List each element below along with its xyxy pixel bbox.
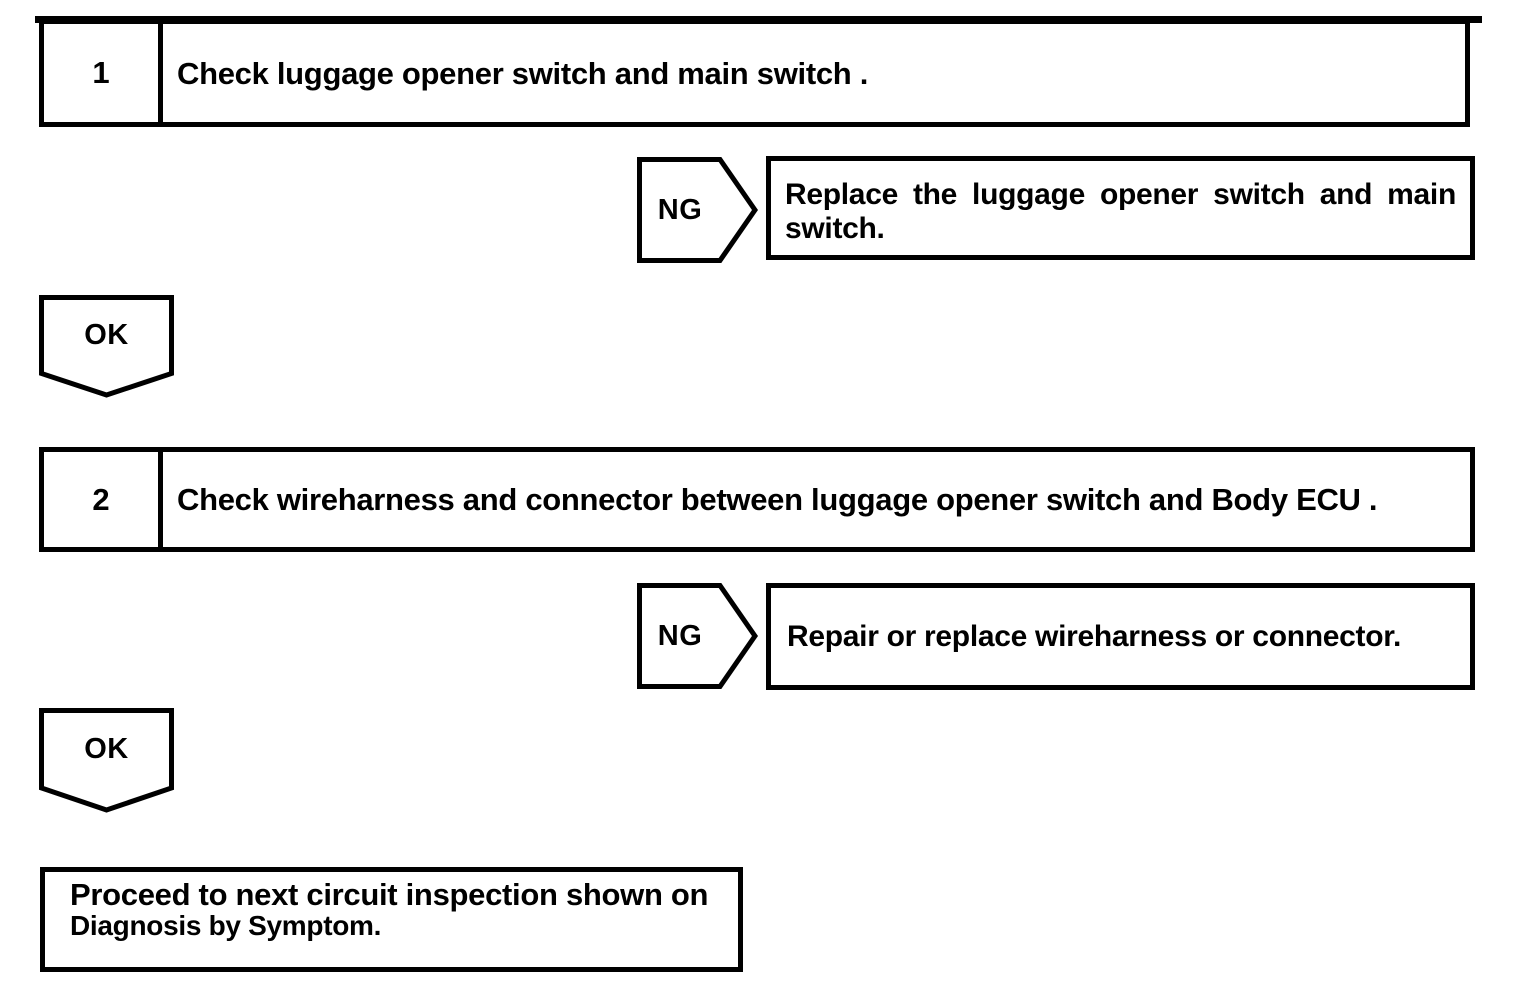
step-2-box: 2 Check wireharness and connector betwee… [39,447,1475,552]
ok-pentagon-icon [39,708,174,813]
step-1-ng-label: NG [657,193,703,226]
step-2-ng-label: NG [657,619,703,652]
final-action-line1: Proceed to next circuit inspection shown… [70,877,709,912]
step-1-ng-result-text: Replace the luggage opener switch and ma… [785,178,1456,245]
step-1-box: 1 Check luggage opener switch and main s… [39,19,1470,127]
step-1-instruction-cell: Check luggage opener switch and main swi… [163,24,1465,122]
step-1-number: 1 [92,55,110,90]
ng-pentagon-icon [637,157,758,263]
step-1-ng-result-box: Replace the luggage opener switch and ma… [766,156,1475,260]
final-action-box: Proceed to next circuit inspection shown… [40,867,743,972]
step-1-ok-label: OK [84,318,129,351]
step-2-instruction-cell: Check wireharness and connector between … [163,452,1470,547]
step-2-ng-result-box: Repair or replace wireharness or connect… [766,583,1475,690]
ng-pentagon-icon [637,583,758,689]
step-2-ok-connector: OK [39,708,174,813]
step-2-ng-result-text: Repair or replace wireharness or connect… [787,619,1402,653]
step-1-number-cell: 1 [44,24,163,122]
ok-pentagon-icon [39,295,174,398]
step-2-instruction: Check wireharness and connector between … [177,482,1378,517]
step-2-number: 2 [92,481,110,517]
step-2-ok-label: OK [84,732,129,765]
step-2-number-cell: 2 [44,452,163,547]
step-1-ok-connector: OK [39,295,174,398]
step-1-instruction: Check luggage opener switch and main swi… [177,55,869,91]
step-2-ng-connector: NG [637,583,758,689]
step-1-ng-connector: NG [637,157,758,263]
final-action-line2: Diagnosis by Symptom. [70,910,382,941]
